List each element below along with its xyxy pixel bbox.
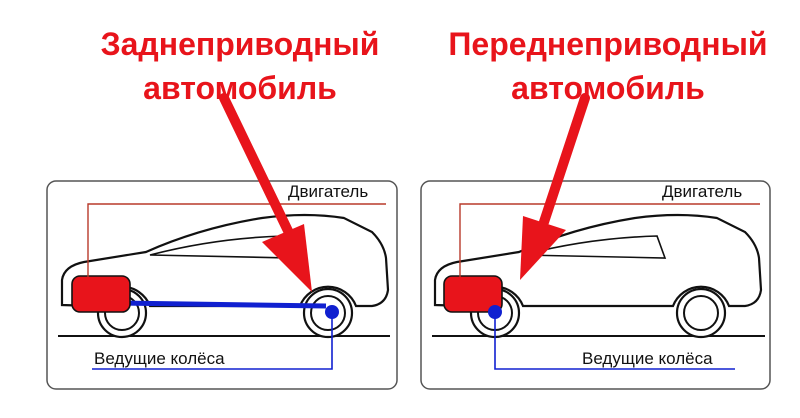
fwd-engine-leader: [459, 203, 760, 277]
fwd-engine-block: [443, 275, 503, 313]
rwd-engine-block: [71, 275, 131, 313]
fwd-title: Переднеприводный автомобиль: [418, 22, 798, 110]
rwd-title-line2: автомобиль: [143, 70, 337, 106]
fwd-rear-wheel: [675, 287, 727, 339]
rwd-engine-label: Двигатель: [288, 182, 368, 201]
rwd-arrow: [219, 93, 312, 292]
rwd-title-line1: Заднеприводный: [100, 26, 380, 62]
fwd-title-line2: автомобиль: [511, 70, 705, 106]
rwd-wheels-leader: [92, 312, 333, 370]
rwd-panel: Двигатель Ведущие колёса: [46, 93, 398, 390]
fwd-title-line1: Переднеприводный: [448, 26, 768, 62]
rwd-engine-leader: [87, 203, 386, 277]
fwd-panel: Двигатель Ведущие колёса: [420, 93, 771, 390]
fwd-wheels-leader: [494, 312, 735, 370]
fwd-panel-frame: [420, 180, 771, 390]
rwd-drive-shaft: [117, 300, 327, 309]
fwd-arrow: [520, 93, 590, 280]
fwd-wheels-label: Ведущие колёса: [582, 349, 713, 368]
rwd-wheels-label: Ведущие колёса: [94, 349, 225, 368]
rwd-title: Заднеприводный автомобиль: [50, 22, 430, 110]
rwd-panel-frame: [46, 180, 398, 390]
fwd-engine-label: Двигатель: [662, 182, 742, 201]
